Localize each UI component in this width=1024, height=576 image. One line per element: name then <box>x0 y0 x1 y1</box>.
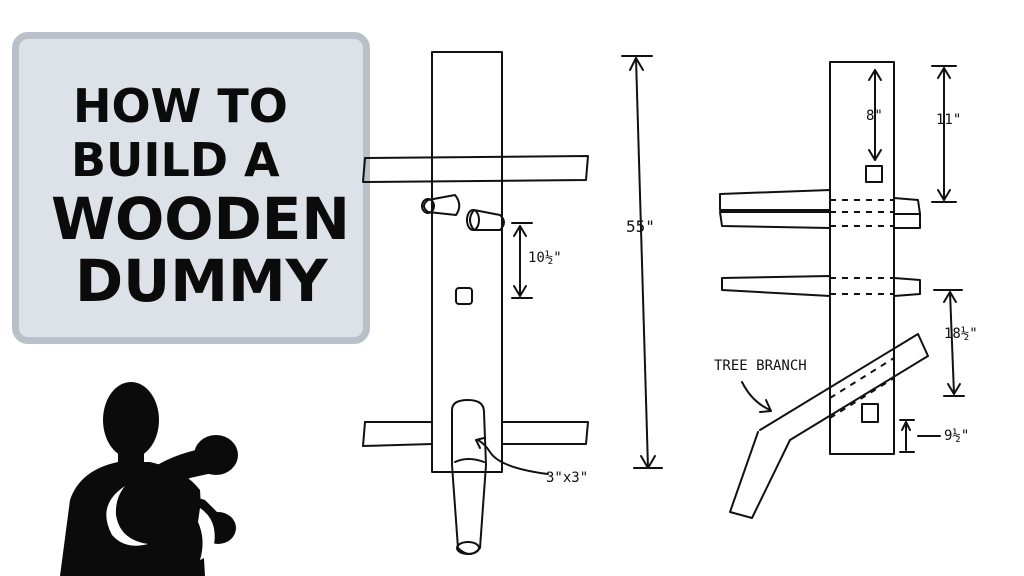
title-line-3: WOODEN <box>51 185 350 253</box>
side-view: 8" 11" 18½" 9½" TREE BRANCH <box>714 61 978 519</box>
title-line-1: HOW TO <box>73 79 288 133</box>
title-line-2: BUILD A <box>71 133 280 187</box>
title-line-4: DUMMY <box>75 247 328 315</box>
martial-artist-silhouette <box>60 382 238 576</box>
tree-branch-label: TREE BRANCH <box>714 358 807 374</box>
side-middle-gap-label: 18½" <box>944 326 978 342</box>
front-view: 55" 10½" 3"x3" <box>362 51 663 555</box>
side-top-offset-label: 11" <box>936 112 961 128</box>
front-post-size-label: 3"x3" <box>546 470 588 486</box>
side-bottom-offset-label: 9½" <box>944 428 969 444</box>
side-top-square-label: 8" <box>866 108 883 124</box>
title-card: HOW TO BUILD A WOODEN DUMMY <box>12 32 370 344</box>
front-height-label: 55" <box>626 217 655 236</box>
front-arm-gap-label: 10½" <box>528 250 562 266</box>
